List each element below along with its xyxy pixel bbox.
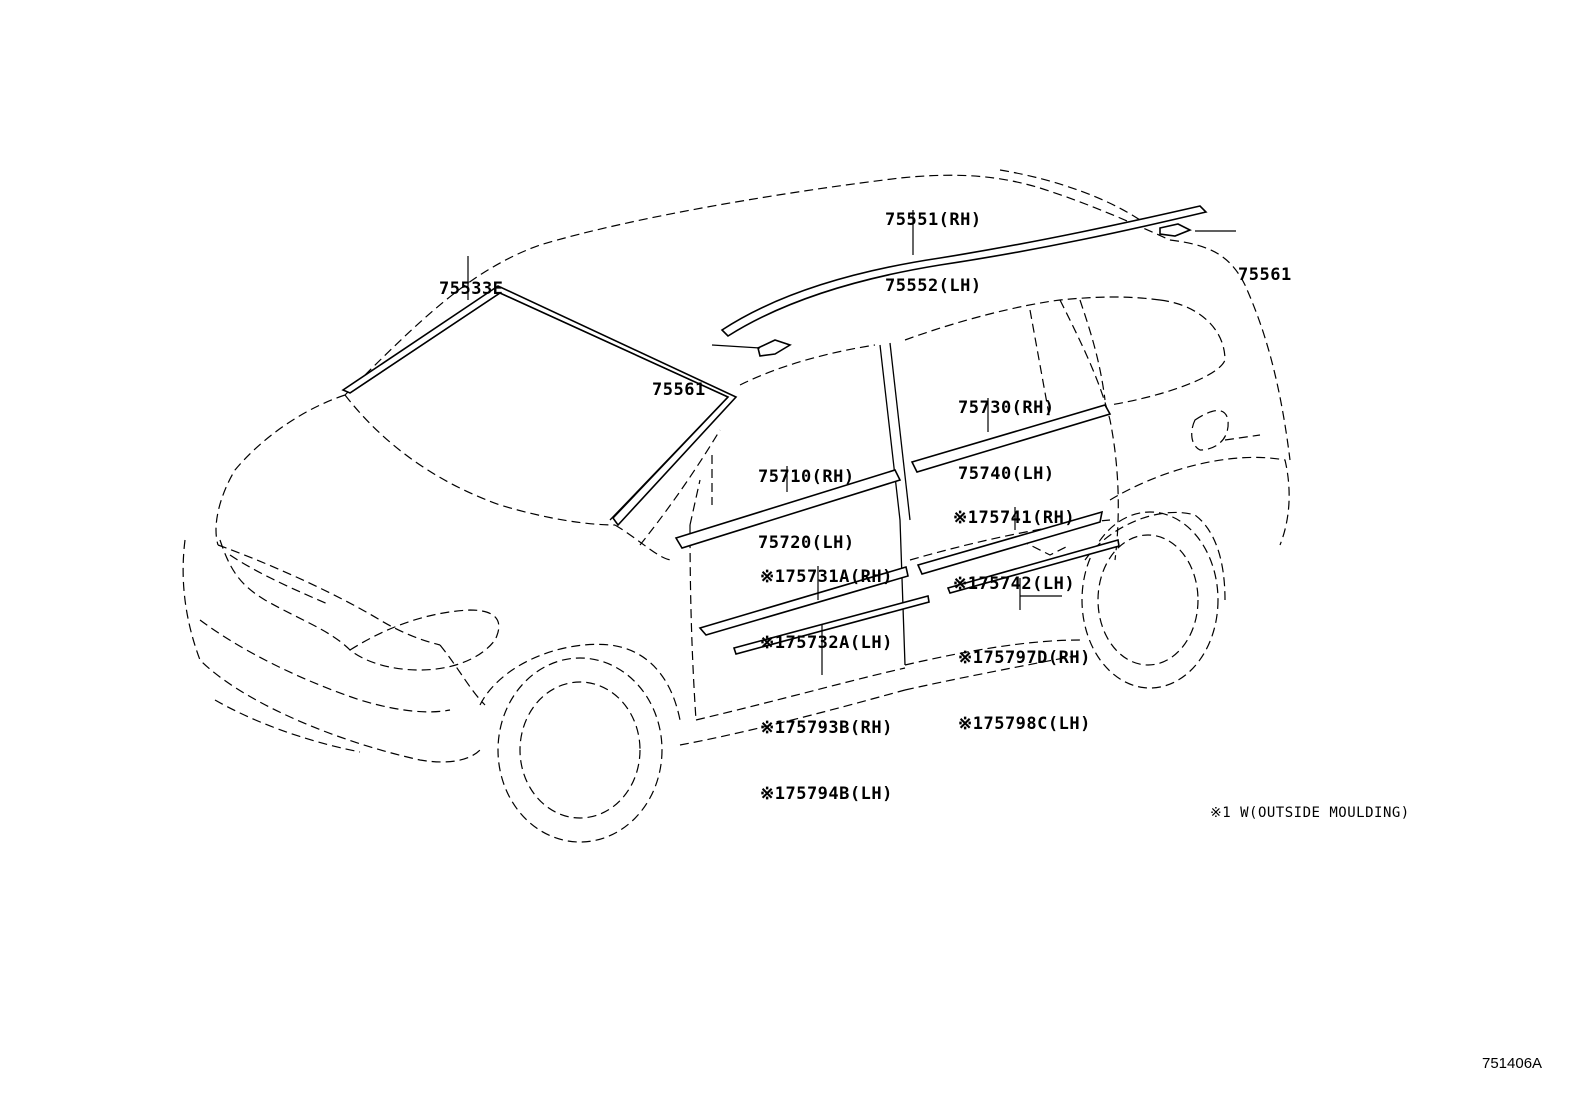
part-label-windshield-moulding: 75533E [439, 234, 503, 322]
part-label-roof-drip-moulding: 75551(RH) 75552(LH) [885, 165, 982, 319]
part-number: 75533E [439, 279, 504, 299]
roof-drip-moulding-shape [720, 205, 1208, 338]
roof-clip-front-shape [757, 339, 792, 357]
part-number: 75561 [1238, 265, 1292, 285]
part-label-rear-door-lower-side-moulding: ※175797D(RH) ※175798C(LH) [958, 603, 1091, 757]
rear-door-lower-side-moulding-shape [946, 538, 1120, 594]
part-number-rh: ※175741(RH) [953, 508, 1076, 528]
figure-number: 751406A [1482, 1055, 1543, 1072]
vehicle-body-outline [182, 169, 1291, 843]
part-number-lh: ※175798C(LH) [958, 714, 1091, 734]
part-number: 75561 [652, 380, 706, 400]
part-label-rear-door-belt-moulding: 75730(RH) 75740(LH) [958, 353, 1055, 507]
part-number-lh: ※175732A(LH) [760, 633, 893, 653]
part-label-rear-door-upper-side-moulding: ※175741(RH) ※175742(LH) [953, 463, 1075, 617]
part-label-front-door-lower-side-moulding: ※175793B(RH) ※175794B(LH) [760, 673, 893, 827]
part-number-lh: 75740(LH) [958, 464, 1055, 484]
front-door-lower-side-moulding-shape [732, 594, 930, 655]
rear-door-belt-moulding-shape [910, 404, 1112, 473]
part-label-front-door-upper-side-moulding: ※175731A(RH) ※175732A(LH) [760, 522, 893, 676]
part-number-rh: ※175797D(RH) [958, 648, 1091, 668]
part-number-lh: 75552(LH) [885, 276, 982, 296]
part-number-rh: ※175731A(RH) [760, 567, 893, 587]
part-number-lh: ※175742(LH) [953, 574, 1076, 594]
windshield-moulding-shape [341, 285, 738, 527]
leader-lines [467, 210, 1236, 675]
front-door-belt-moulding-shape [674, 469, 902, 549]
part-number-rh: 75551(RH) [885, 210, 982, 230]
part-number-lh: ※175794B(LH) [760, 784, 893, 804]
part-number-rh: ※175793B(RH) [760, 718, 893, 738]
rear-door-upper-side-moulding-shape [916, 510, 1104, 575]
part-label-front-door-belt-moulding: 75710(RH) 75720(LH) [758, 422, 855, 576]
part-label-roof-clip-front: 75561 [652, 335, 706, 423]
front-door-upper-side-moulding-shape [698, 565, 909, 636]
part-number-lh: 75720(LH) [758, 533, 855, 553]
roof-clip-rear-shape [1159, 223, 1192, 237]
part-number-rh: 75710(RH) [758, 467, 855, 487]
footnote: ※1 W(OUTSIDE MOULDING) [1210, 805, 1410, 821]
part-number-rh: 75730(RH) [958, 398, 1055, 418]
part-label-roof-clip-rear: 75561 [1238, 220, 1292, 308]
